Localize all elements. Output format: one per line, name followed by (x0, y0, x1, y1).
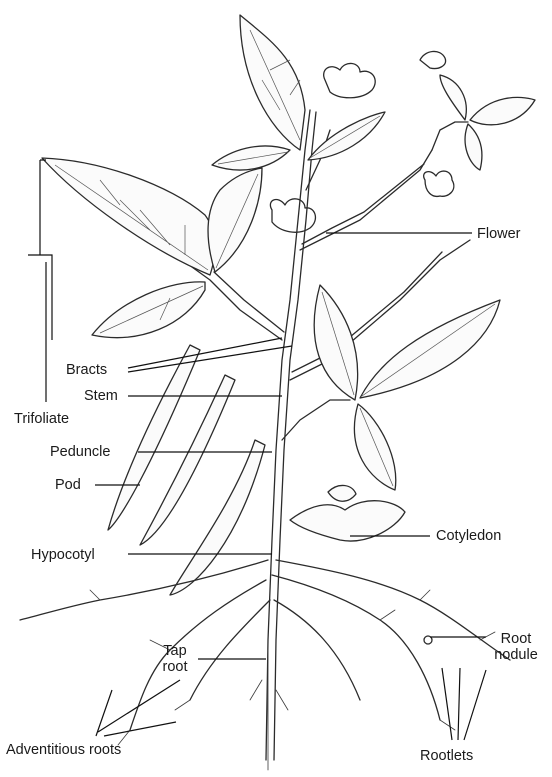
label-trifoliate: Trifoliate (14, 411, 69, 427)
label-hypocotyl: Hypocotyl (31, 547, 95, 563)
flower-top (324, 63, 376, 97)
label-flower: Flower (477, 226, 521, 242)
label-adventitious-roots: Adventitious roots (6, 742, 121, 758)
trifoliate-brace (28, 160, 52, 340)
leaf-far-right-b (440, 75, 466, 120)
leaf-upper-left (212, 146, 290, 170)
flower-right (424, 171, 454, 196)
label-rootlets: Rootlets (420, 748, 473, 764)
cotyledon-shape (290, 501, 405, 541)
leaf-far-right-c (465, 124, 482, 170)
leaf-trifoliate-top (42, 158, 215, 275)
main-stem (266, 110, 310, 760)
label-root-nodule: Root nodule (486, 631, 546, 663)
label-tap-root: Tap root (154, 643, 196, 675)
pod-1 (108, 345, 200, 530)
label-bracts: Bracts (66, 362, 107, 378)
label-peduncle: Peduncle (50, 444, 110, 460)
leaf-right-center (314, 285, 357, 400)
root-system (20, 560, 510, 770)
branch-left (185, 262, 282, 340)
label-pod: Pod (55, 477, 81, 493)
leader-bracts (128, 338, 292, 372)
flower-mid (270, 199, 315, 232)
leaf-far-right-a (470, 97, 535, 124)
leader-rootlets (442, 668, 486, 740)
label-cotyledon: Cotyledon (436, 528, 501, 544)
label-stem: Stem (84, 388, 118, 404)
